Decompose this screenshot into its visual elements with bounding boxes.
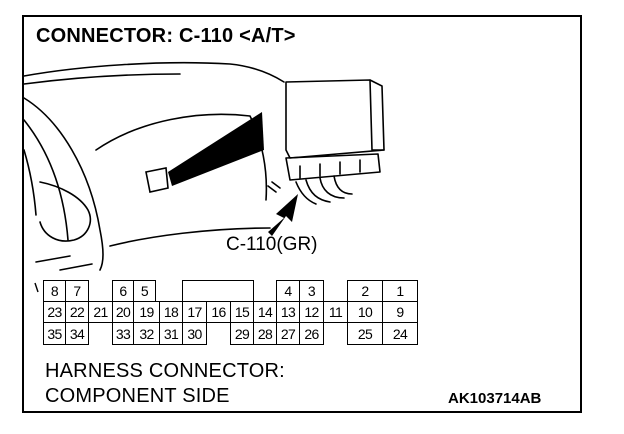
pin-9: 9	[382, 301, 418, 323]
dash-bottom-2	[59, 263, 93, 271]
pin-35: 35	[43, 322, 66, 345]
connector-callout-label: C-110(GR)	[226, 234, 318, 255]
pin-30: 30	[182, 322, 207, 345]
dash-bottom	[35, 255, 71, 263]
component-side-caption: COMPONENT SIDE	[45, 385, 230, 407]
diagram-frame	[22, 15, 582, 413]
dashboard-inner-line	[23, 73, 181, 85]
ecu-box-side	[369, 79, 385, 151]
diagram-title: CONNECTOR: C-110 <A/T>	[36, 25, 296, 47]
pin-25: 25	[347, 322, 383, 345]
pin-1: 1	[382, 280, 418, 302]
ecu-box	[285, 79, 385, 159]
cluster-curve	[23, 149, 37, 216]
dash-connector-location	[145, 167, 169, 193]
dashboard-outline	[23, 61, 285, 83]
pin-21: 21	[88, 301, 113, 323]
pin-28: 28	[253, 322, 277, 345]
pin-17: 17	[182, 301, 207, 323]
ecu-connector-ribs	[299, 159, 361, 179]
pin-32: 32	[133, 322, 160, 345]
pin-13: 13	[276, 301, 300, 323]
pin-6: 6	[112, 280, 134, 302]
harness-end	[267, 181, 281, 193]
pin-33: 33	[112, 322, 134, 345]
pin-7: 7	[65, 280, 89, 302]
harness-connector-caption: HARNESS CONNECTOR:	[45, 360, 285, 382]
pin-22: 22	[65, 301, 89, 323]
wheel-hub	[39, 181, 92, 242]
pin-2: 2	[347, 280, 383, 302]
pin-23: 23	[43, 301, 66, 323]
pin-26: 26	[299, 322, 324, 345]
steering-wheel-inner	[23, 119, 69, 241]
pin-14: 14	[253, 301, 277, 323]
harness-wires	[295, 175, 353, 205]
pin-31: 31	[159, 322, 183, 345]
table-corner-tick	[34, 282, 39, 293]
pin-20: 20	[112, 301, 134, 323]
lower-panel-edge	[109, 227, 271, 247]
pin-27: 27	[276, 322, 300, 345]
pin-29: 29	[230, 322, 254, 345]
pin-18: 18	[159, 301, 183, 323]
ecu-connector	[285, 153, 381, 181]
figure-code: AK103714AB	[448, 390, 542, 407]
pin-5: 5	[133, 280, 156, 302]
pin-16: 16	[206, 301, 231, 323]
callout-wedge	[168, 112, 264, 186]
lower-panel	[95, 113, 268, 201]
pin-11: 11	[323, 301, 348, 323]
pin-8: 8	[43, 280, 66, 302]
connector-key-gap	[182, 280, 254, 302]
pin-10: 10	[347, 301, 383, 323]
pin-19: 19	[133, 301, 160, 323]
pin-12: 12	[299, 301, 324, 323]
pin-4: 4	[276, 280, 300, 302]
pointer-arrow	[268, 194, 298, 236]
pin-3: 3	[299, 280, 324, 302]
pin-15: 15	[230, 301, 254, 323]
pin-34: 34	[65, 322, 89, 345]
steering-wheel-curve	[23, 97, 104, 271]
pin-24: 24	[382, 322, 418, 345]
